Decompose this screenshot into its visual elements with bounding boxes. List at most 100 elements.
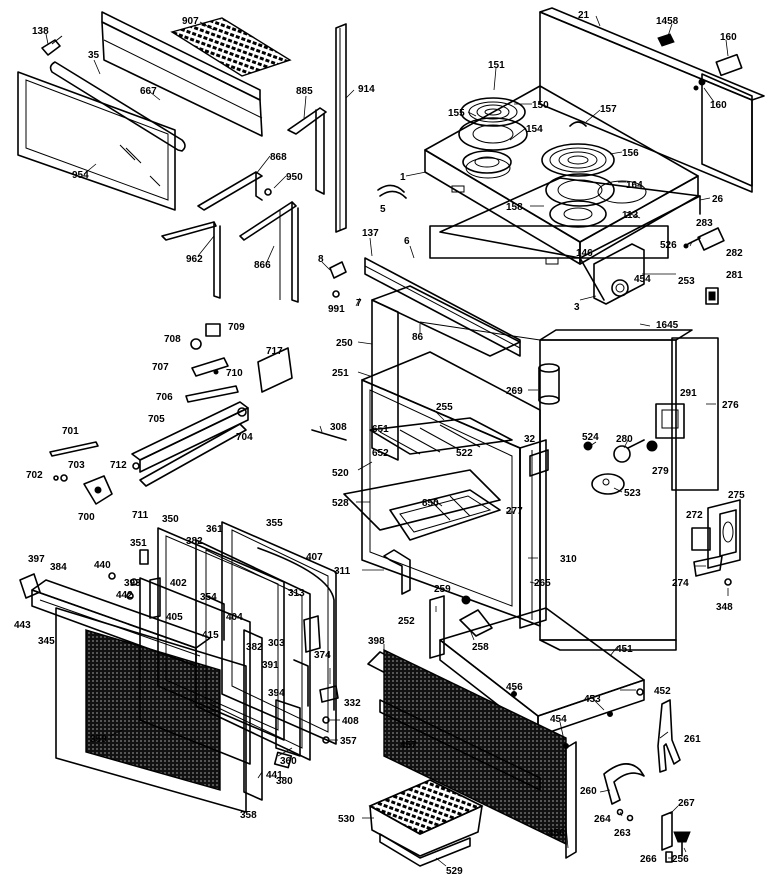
callout-954: 954 <box>72 170 89 181</box>
callout-313: 313 <box>288 588 305 599</box>
block-391 <box>273 751 293 769</box>
callout-35: 35 <box>88 50 100 61</box>
side-rail-914 <box>335 23 347 233</box>
bracket-707-710 <box>191 357 229 377</box>
oven-vent-269 <box>538 363 560 405</box>
terminal-block-275 <box>707 499 741 569</box>
callout-113: 113 <box>622 210 639 221</box>
callout-402: 402 <box>170 578 187 589</box>
door-liner-350 <box>157 527 285 741</box>
callout-907: 907 <box>182 16 199 27</box>
callout-454b: 454 <box>550 714 567 725</box>
screws-456-453-452 <box>511 688 644 749</box>
screw-991 <box>329 261 347 298</box>
callout-962: 962 <box>186 254 203 265</box>
door-insulation-441 <box>243 629 263 801</box>
callout-157: 157 <box>600 104 617 115</box>
part-712 <box>132 462 140 470</box>
oven-rack-522 <box>369 417 513 455</box>
callout-950: 950 <box>286 172 303 183</box>
callout-415: 415 <box>202 630 219 641</box>
callout-272: 272 <box>686 510 703 521</box>
callout-158: 158 <box>506 202 523 213</box>
surface-element-156 <box>541 143 615 177</box>
callout-276: 276 <box>722 400 739 411</box>
callout-350: 350 <box>162 514 179 525</box>
hinge-pin-308 <box>311 429 347 441</box>
callout-358: 358 <box>240 810 257 821</box>
callout-380: 380 <box>276 776 293 787</box>
bracket-962 <box>161 221 221 299</box>
callout-332: 332 <box>344 698 361 709</box>
slide-706 <box>185 385 239 403</box>
callout-265: 265 <box>534 578 551 589</box>
knob-523 <box>591 473 625 495</box>
backguard-trim-667 <box>101 11 263 137</box>
callout-866: 866 <box>254 260 271 271</box>
callout-291: 291 <box>680 388 697 399</box>
callout-164: 164 <box>626 180 643 191</box>
callout-308: 308 <box>330 422 347 433</box>
knob-1458 <box>657 33 675 47</box>
callout-86: 86 <box>412 332 424 343</box>
callout-280: 280 <box>616 434 633 445</box>
terminal-146-454 <box>593 243 645 305</box>
bracket-866 <box>239 201 299 303</box>
callout-711: 711 <box>132 510 149 521</box>
callout-382: 382 <box>186 536 203 547</box>
callout-354: 354 <box>200 592 217 603</box>
callout-263: 263 <box>614 828 631 839</box>
callout-151: 151 <box>488 60 505 71</box>
vent-grille-907 <box>170 17 292 77</box>
drawer-front-398 <box>367 648 577 859</box>
callout-21: 21 <box>578 10 590 21</box>
callout-282: 282 <box>726 248 743 259</box>
drip-pan-150 <box>458 117 528 151</box>
callout-283: 283 <box>696 218 713 229</box>
callout-310: 310 <box>560 554 577 565</box>
callout-850: 850 <box>422 498 439 509</box>
drawer-handle-457 <box>379 699 541 791</box>
callout-709: 709 <box>228 322 245 333</box>
part-440-393-442 <box>108 572 138 600</box>
callout-398: 398 <box>368 636 385 647</box>
rack-slide-705 <box>131 401 249 473</box>
callout-524: 524 <box>582 432 599 443</box>
callout-394: 394 <box>268 688 285 699</box>
screws-264-263 <box>616 808 634 822</box>
callout-868: 868 <box>270 152 287 163</box>
callout-374: 374 <box>314 650 331 661</box>
screws-408-357 <box>322 716 330 744</box>
backguard-window-954 <box>17 71 176 211</box>
backguard-panel-21 <box>539 7 765 193</box>
callout-457: 457 <box>400 740 417 751</box>
screw-524 <box>583 441 593 451</box>
callout-520: 520 <box>332 468 349 479</box>
callout-991: 991 <box>328 304 345 315</box>
drip-bowl-154 <box>462 150 512 174</box>
callout-708: 708 <box>164 334 181 345</box>
door-panel-382 <box>195 539 311 761</box>
terminal-block-160 <box>693 53 743 91</box>
callout-404: 404 <box>226 612 243 623</box>
callout-391: 391 <box>262 660 279 671</box>
clip-157 <box>569 121 587 127</box>
broil-element-528 <box>343 469 501 531</box>
callout-702: 702 <box>26 470 43 481</box>
trim-rod-35 <box>49 61 186 152</box>
drip-pan-158 <box>545 173 615 228</box>
callout-451: 451 <box>616 644 633 655</box>
callout-275: 275 <box>728 490 745 501</box>
callout-311: 311 <box>334 566 351 577</box>
switch-283-282 <box>683 227 725 251</box>
callout-407: 407 <box>306 552 323 563</box>
callout-454: 454 <box>634 274 651 285</box>
part-374 <box>303 615 321 653</box>
callout-348: 348 <box>716 602 733 613</box>
callout-530: 530 <box>338 814 355 825</box>
callout-526: 526 <box>660 240 677 251</box>
callout-359: 359 <box>90 734 107 745</box>
leader-lines <box>45 15 729 867</box>
bracket-717 <box>257 347 293 393</box>
callout-442: 442 <box>116 590 133 601</box>
